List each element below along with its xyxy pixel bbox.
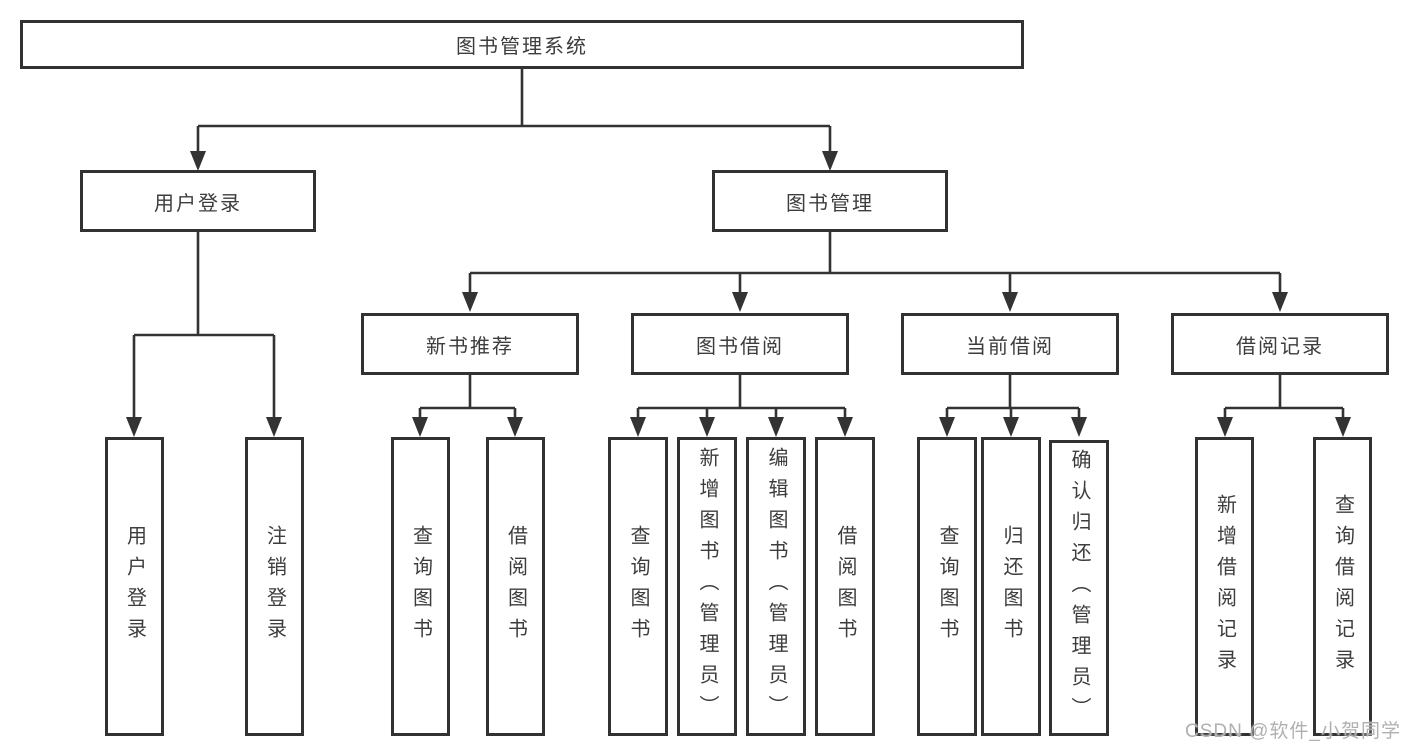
arrowhead [126,417,142,437]
arrowhead [1272,292,1288,312]
leaf-user-login-label: 用户登录 [123,524,146,649]
arrowhead [939,417,955,437]
leaf-add-borrow-record: 新增借阅记录 [1195,437,1254,736]
leaf-return-books-label: 归还图书 [1000,524,1022,649]
leaf-return-books: 归还图书 [981,437,1041,736]
connector-root-to-level2 [196,69,832,153]
arrowhead [507,417,523,437]
arrowhead [1002,292,1018,312]
node-current-borrowing-label: 当前借阅 [966,335,1054,358]
leaf-confirm-return-admin-label: 确认归还（管理员） [1068,448,1090,728]
node-new-book-recommend-label: 新书推荐 [426,335,514,358]
arrowhead [1217,417,1233,437]
leaf-recommend-borrow-books-label: 借阅图书 [504,524,527,649]
arrowhead [462,292,478,312]
arrowhead [768,417,784,437]
arrowhead [266,417,282,437]
arrowhead [1335,417,1351,437]
leaf-edit-books-admin: 编辑图书（管理员） [746,437,806,736]
node-user-login: 用户登录 [80,170,316,232]
node-new-book-recommend: 新书推荐 [361,313,579,375]
connector-newbookrec-to-leaves [418,375,517,419]
connector-bookborrow-to-leaves [636,375,847,419]
node-book-borrowing-label: 图书借阅 [696,335,784,358]
connector-bookmgmt-to-level3 [468,232,1282,294]
leaf-user-login: 用户登录 [105,437,164,736]
connector-userlogin-to-leaves [132,232,276,419]
leaf-recommend-query-books: 查询图书 [391,437,450,736]
leaf-confirm-return-admin: 确认归还（管理员） [1049,440,1109,736]
arrowhead [412,417,428,437]
leaf-edit-books-admin-label: 编辑图书（管理员） [765,447,787,726]
arrowhead [732,292,748,312]
leaf-query-borrow-record: 查询借阅记录 [1313,437,1372,736]
leaf-add-books-admin-label: 新增图书（管理员） [696,447,718,726]
leaf-borrow-books: 借阅图书 [815,437,875,736]
leaf-logout-label: 注销登录 [263,524,286,649]
node-user-login-label: 用户登录 [154,192,242,215]
arrowhead [822,151,838,171]
node-current-borrowing: 当前借阅 [901,313,1119,375]
leaf-logout: 注销登录 [245,437,304,736]
leaf-recommend-query-books-label: 查询图书 [409,524,432,649]
connector-borrowrecords-to-leaves [1223,375,1345,419]
arrowhead [1003,417,1019,437]
node-book-borrowing: 图书借阅 [631,313,849,375]
arrowhead [630,417,646,437]
node-borrowing-records: 借阅记录 [1171,313,1389,375]
arrowhead [837,417,853,437]
node-borrowing-records-label: 借阅记录 [1236,335,1324,358]
arrowhead [1071,417,1087,437]
leaf-current-query-books: 查询图书 [917,437,977,736]
node-book-management-label: 图书管理 [786,192,874,215]
node-library-system-label: 图书管理系统 [456,36,588,58]
leaf-borrow-books-label: 借阅图书 [834,524,856,649]
arrowhead [699,417,715,437]
node-book-management: 图书管理 [712,170,948,232]
leaf-query-borrow-record-label: 查询借阅记录 [1331,493,1354,680]
leaf-add-borrow-record-label: 新增借阅记录 [1213,493,1236,680]
connector-currentborrow-to-leaves [945,375,1081,419]
leaf-borrowing-query-books: 查询图书 [608,437,668,736]
node-library-system: 图书管理系统 [20,20,1024,69]
leaf-add-books-admin: 新增图书（管理员） [677,437,737,736]
leaf-current-query-books-label: 查询图书 [936,524,958,649]
arrowhead [190,151,206,171]
leaf-borrowing-query-books-label: 查询图书 [627,524,649,649]
csdn-watermark: CSDN @软件_小贺同学 [1185,721,1401,742]
leaf-recommend-borrow-books: 借阅图书 [486,437,545,736]
